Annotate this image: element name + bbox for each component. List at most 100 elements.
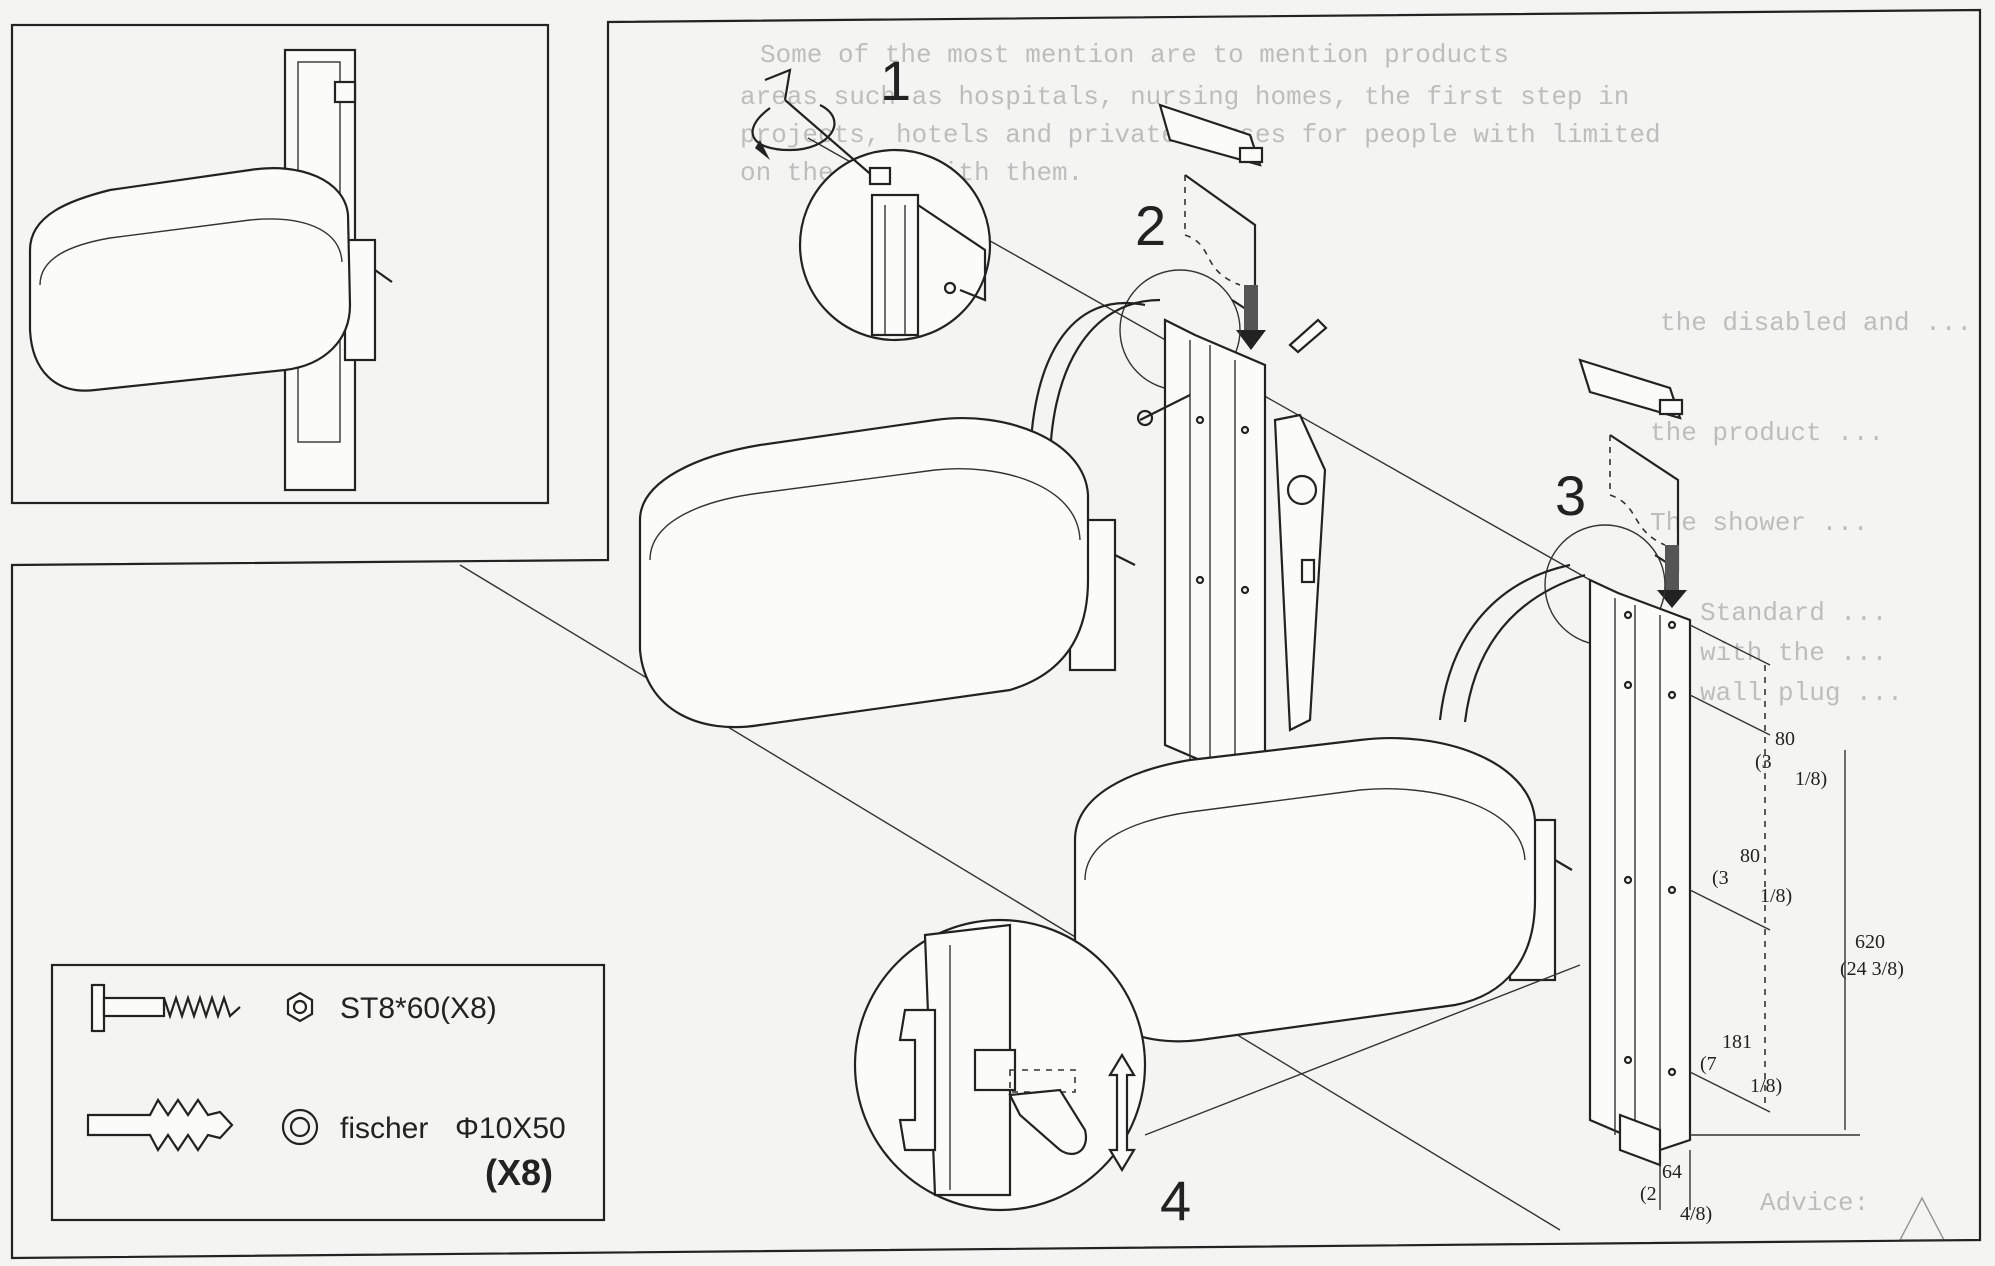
dim-3-prefix: (7 — [1700, 1053, 1717, 1075]
seat-2-bracket-pin — [1554, 859, 1573, 871]
preview-bracket-pin — [374, 269, 393, 283]
right-rail-hole-1 — [1623, 610, 1633, 620]
ghost-text: Some of the most mention are to mention … — [740, 40, 1972, 1218]
warning-triangle-icon — [1898, 1196, 1946, 1241]
end-cap-top-1 — [1158, 103, 1262, 167]
seat-2-cushion — [1073, 737, 1537, 1043]
right-rail-hole-3 — [1623, 875, 1633, 885]
middle-rail-hole-2 — [1195, 575, 1205, 585]
hardware-legend-frame — [50, 963, 606, 1222]
seat-1-edge — [649, 468, 1081, 561]
wall-plug-icon — [86, 1097, 234, 1153]
washer-icon — [281, 1108, 319, 1146]
rotate-arrow-icon — [751, 104, 836, 152]
seat-1-cushion — [638, 416, 1090, 729]
step3-area: 3 — [1438, 434, 1687, 723]
step2-down-arrow-head-icon — [1236, 330, 1266, 350]
spirit-level — [1273, 413, 1327, 732]
hex-nut-hole — [292, 999, 308, 1015]
dim-total-sub: (24 3/8) — [1840, 958, 1904, 980]
dim-width-value: 64 — [1662, 1161, 1682, 1183]
wall-plug-body — [86, 1097, 234, 1153]
step4-release-lever — [1008, 1088, 1088, 1155]
step1-detail: 1 — [751, 49, 992, 342]
dim-3-value: 181 — [1722, 1031, 1752, 1053]
seat-1 — [638, 416, 1136, 729]
ghost-line-6: the product ... — [1650, 418, 1884, 448]
anchor-qty: (X8) — [485, 1152, 553, 1193]
ghost-line-8: Standard ... — [1700, 598, 1887, 628]
right-rail-hole-7 — [1667, 885, 1677, 895]
middle-rail-hole-3 — [1240, 425, 1250, 435]
ghost-line-5: the disabled and ... — [1660, 308, 1972, 338]
ghost-line-2: areas such as hospitals, nursing homes, … — [740, 82, 1629, 112]
step3-down-arrow-icon — [1665, 545, 1679, 590]
step3-dashed-path — [1609, 435, 1666, 546]
floor-line-front — [459, 564, 1561, 1231]
step2-down-arrow-icon — [1244, 285, 1258, 330]
step-number-2: 2 — [1135, 194, 1166, 257]
dim-ext-top — [1689, 624, 1771, 666]
right-rail-hole-4 — [1623, 1055, 1633, 1065]
step3-curved-arrow-inner — [1463, 573, 1586, 723]
middle-rail-hole-4 — [1240, 585, 1250, 595]
step2-curved-arrow-inner — [1048, 298, 1161, 476]
dim-1-prefix: (3 — [1755, 751, 1772, 773]
screw-label: ST8*60(X8) — [340, 992, 497, 1025]
end-cap-top-2 — [1578, 358, 1682, 420]
spirit-level-body — [1273, 413, 1327, 732]
step2-dashed-path — [1184, 175, 1241, 286]
dim-3-frac: 1/8) — [1750, 1075, 1782, 1097]
anchor-brand: fischer — [340, 1112, 428, 1145]
step3-curved-arrow — [1438, 563, 1571, 721]
right-rail-hole-2 — [1623, 680, 1633, 690]
step4-latch-position — [1009, 1069, 1076, 1093]
right-rail — [1588, 578, 1692, 1167]
washer-hole — [289, 1116, 311, 1138]
screw-head — [90, 983, 106, 1033]
spirit-level-vial — [1300, 558, 1316, 584]
screw-icon — [90, 983, 241, 1033]
dim-2-frac: 1/8) — [1760, 885, 1792, 907]
right-rail-hole-6 — [1667, 690, 1677, 700]
step-number-3: 3 — [1555, 464, 1586, 527]
seat-2 — [1073, 737, 1573, 1043]
step4-detail: 4 — [853, 918, 1581, 1232]
step1-screw-hole — [943, 281, 957, 295]
screw-shank — [102, 996, 166, 1018]
ghost-line-10: wall plug ... — [1700, 678, 1903, 708]
step2-wall-plate — [1184, 174, 1257, 318]
dim-1-value: 80 — [1775, 728, 1795, 750]
dim-total-value: 620 — [1855, 931, 1885, 953]
end-cap-top-1-tab — [1238, 146, 1264, 164]
dim-ext-3 — [1689, 889, 1771, 931]
dim-ext-4 — [1689, 1071, 1771, 1113]
hex-nut-icon — [286, 991, 314, 1023]
dim-1-frac: 1/8) — [1795, 768, 1827, 790]
step2-wall-plug-icon — [1288, 318, 1328, 354]
step-number-1: 1 — [880, 49, 911, 112]
seat-2-edge — [1084, 788, 1526, 881]
right-rail-body — [1588, 578, 1692, 1152]
dimension-lines: 80 (3 1/8) 80 (3 1/8) 181 (7 1/8) 620 (2… — [1640, 624, 1904, 1225]
end-cap-top-2-tab — [1658, 398, 1684, 416]
preview-seat-cushion — [28, 167, 352, 392]
preview-seat-edge — [39, 218, 343, 286]
step1-hex-key-handle — [764, 68, 792, 101]
dim-2-prefix: (3 — [1712, 867, 1729, 889]
step1-grub-screw — [868, 166, 892, 186]
middle-rail-hole-1 — [1195, 415, 1205, 425]
step4-lever-arrow-icon — [1108, 1052, 1136, 1173]
end-caps — [1158, 103, 1684, 420]
anchor-size: Φ10X50 — [455, 1112, 566, 1145]
hardware-legend: ST8*60(X8) fischer Φ10X50 (X8) — [50, 963, 606, 1222]
main-panel-frame — [10, 8, 1982, 1260]
ghost-line-9: with the ... — [1700, 638, 1887, 668]
ghost-line-11: Advice: — [1760, 1188, 1869, 1218]
step1-rail-section — [870, 193, 920, 337]
middle-rail-body — [1163, 318, 1267, 777]
up-down-arrow-icon — [898, 1008, 937, 1152]
dim-width-prefix: (2 — [1640, 1183, 1657, 1205]
